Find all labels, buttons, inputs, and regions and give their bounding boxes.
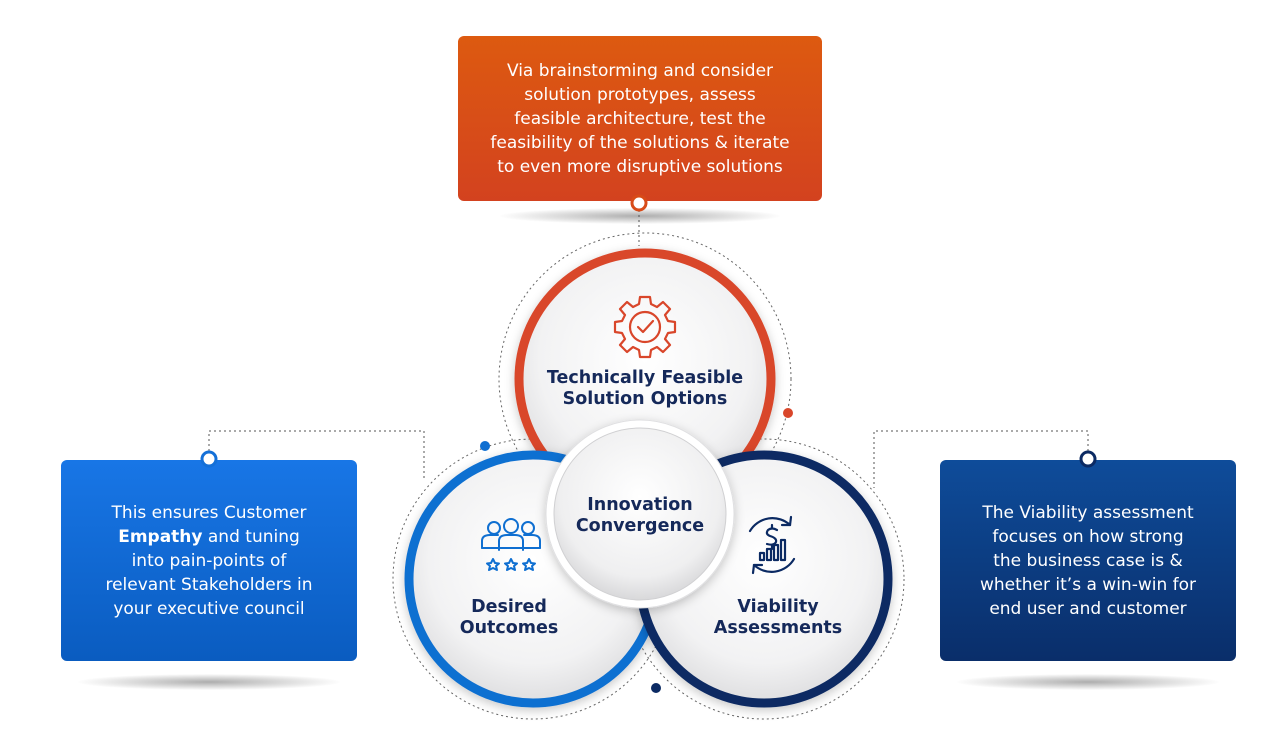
viability-callout-line-2: focuses on how strong (992, 526, 1184, 547)
orbit-dot-orange (783, 408, 793, 418)
feasible-label-line-2: Solution Options (562, 389, 728, 409)
right-connector-line (873, 430, 1089, 488)
viability-callout-line-3: the business case is & (993, 550, 1183, 571)
orbit-dot-blue (480, 441, 490, 451)
feasibility-callout-line-1: Via brainstorming and consider (506, 60, 774, 81)
viability-callout-line-4: whether it’s a win-win for (979, 574, 1197, 595)
team-rating-icon (481, 518, 541, 571)
feasible-label-line-1: Technically Feasible (546, 368, 744, 388)
viability-callout-shadow (957, 674, 1219, 690)
empathy-callout-line-1: This ensures Customer (111, 502, 307, 523)
outcomes-circle-label: Desired Outcomes (434, 597, 584, 639)
outcomes-label-line-1: Desired (471, 597, 547, 617)
viability-callout-line-5: end user and customer (989, 598, 1187, 619)
viability-label-line-1: Viability (737, 597, 819, 617)
left-connector-dot (200, 450, 218, 468)
viability-circle-label: Viability Assessments (698, 597, 858, 639)
convergence-label-line-2: Convergence (575, 516, 705, 536)
left-connector-line (208, 430, 425, 478)
feasibility-callout-line-2: solution prototypes, assess (524, 84, 756, 105)
convergence-circle-label: Innovation Convergence (560, 495, 720, 537)
convergence-label-line-1: Innovation (587, 495, 693, 515)
empathy-callout-shadow (78, 674, 340, 690)
empathy-emphasis: Empathy (118, 526, 203, 547)
feasibility-callout-box: Via brainstorming and consider solution … (458, 36, 822, 201)
viability-callout-box: The Viability assessment focuses on how … (940, 460, 1236, 661)
viability-label-line-2: Assessments (713, 618, 843, 638)
top-connector-dot (630, 194, 648, 212)
feasibility-callout-line-3: feasible architecture, test the (514, 108, 766, 129)
empathy-callout-box: This ensures Customer Empathy and tuning… (61, 460, 357, 661)
feasibility-callout-line-5: to even more disruptive solutions (497, 156, 783, 177)
top-orbit (498, 232, 792, 526)
convergence-circle (553, 427, 727, 601)
viability-callout-line-1: The Viability assessment (982, 502, 1194, 523)
gear-check-icon (613, 295, 677, 359)
feasible-circle-label: Technically Feasible Solution Options (530, 368, 760, 410)
right-connector-dot (1079, 450, 1097, 468)
empathy-callout-line-4: relevant Stakeholders in (105, 574, 313, 595)
orbit-dot-navy (651, 683, 661, 693)
empathy-callout-line-3: into pain-points of (131, 550, 287, 571)
dollar-growth-icon (748, 515, 796, 575)
empathy-callout-line-2: and tuning (202, 526, 300, 547)
feasibility-callout-shadow (500, 208, 780, 224)
right-orbit (623, 438, 905, 720)
feasibility-callout-line-4: feasibility of the solutions & iterate (490, 132, 790, 153)
empathy-callout-line-5: your executive council (113, 598, 305, 619)
outcomes-label-line-2: Outcomes (459, 618, 559, 638)
